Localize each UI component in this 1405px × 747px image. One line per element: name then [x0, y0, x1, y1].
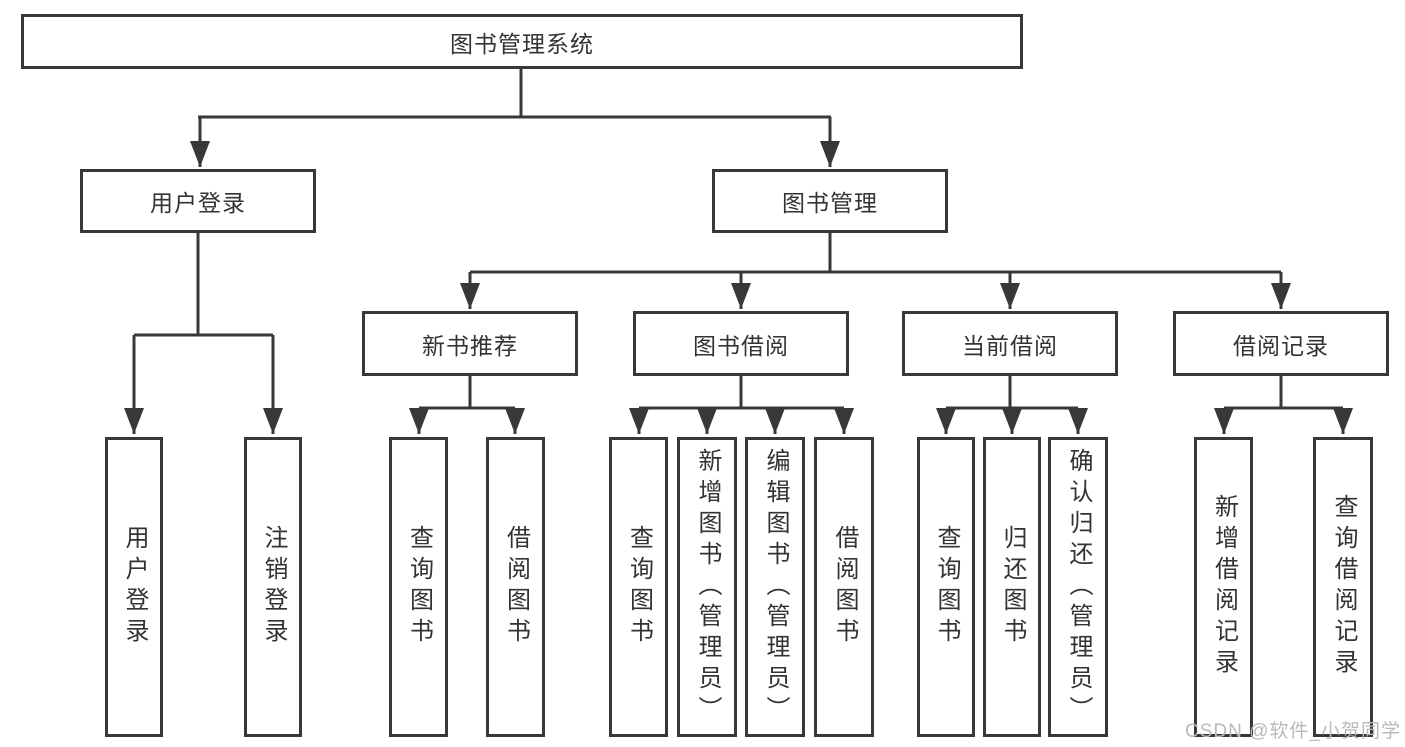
- node-new-book-recommendation: 新书推荐: [362, 311, 578, 376]
- node-label: 图书借阅: [693, 332, 789, 359]
- node-label: 用户登录: [121, 525, 148, 649]
- leaf-borrow-books-borrowing: 借阅图书: [814, 437, 874, 737]
- leaf-edit-book-admin: 编辑图书（管理员）: [745, 437, 805, 737]
- node-label: 查询图书: [933, 525, 960, 649]
- node-label: 查询图书: [405, 525, 433, 649]
- leaf-user-login: 用户登录: [105, 437, 163, 737]
- node-label: 借阅记录: [1233, 332, 1329, 359]
- edge-userlogin-rail: [134, 233, 273, 337]
- node-current-borrowing: 当前借阅: [902, 311, 1118, 376]
- node-book-borrowing: 图书借阅: [633, 311, 849, 376]
- node-book-management: 图书管理: [712, 169, 948, 233]
- node-label: 查询图书: [625, 525, 653, 649]
- leaf-query-books-recommend: 查询图书: [389, 437, 448, 737]
- leaf-add-borrow-record: 新增借阅记录: [1194, 437, 1253, 737]
- node-label: 图书管理: [782, 190, 878, 216]
- leaf-query-books-current: 查询图书: [917, 437, 975, 737]
- node-label: 图书管理系统: [450, 30, 594, 57]
- node-user-login: 用户登录: [80, 169, 316, 233]
- leaf-query-borrow-record: 查询借阅记录: [1313, 437, 1373, 737]
- node-label: 查询借阅记录: [1330, 494, 1357, 680]
- node-label: 编辑图书（管理员）: [762, 447, 789, 727]
- leaf-borrow-books-recommend: 借阅图书: [486, 437, 545, 737]
- leaf-logout: 注销登录: [244, 437, 302, 737]
- node-borrowing-records: 借阅记录: [1173, 311, 1389, 376]
- node-label: 新增图书（管理员）: [694, 447, 721, 727]
- node-label: 用户登录: [150, 190, 246, 216]
- edge-bookmgmt-rail: [470, 233, 1281, 274]
- csdn-watermark: CSDN @软件_小贺同学: [1185, 721, 1401, 742]
- leaf-return-book: 归还图书: [983, 437, 1041, 737]
- node-label: 借阅图书: [831, 525, 858, 649]
- node-library-management-system: 图书管理系统: [21, 14, 1023, 69]
- node-label: 当前借阅: [962, 332, 1058, 359]
- leaf-add-book-admin: 新增图书（管理员）: [677, 437, 737, 737]
- node-label: 归还图书: [999, 525, 1026, 649]
- node-label: 新书推荐: [422, 332, 518, 359]
- node-label: 借阅图书: [502, 525, 530, 649]
- node-label: 注销登录: [260, 525, 287, 649]
- leaf-query-books-borrowing: 查询图书: [609, 437, 668, 737]
- node-label: 新增借阅记录: [1210, 494, 1238, 680]
- leaf-confirm-return-admin: 确认归还（管理员）: [1048, 437, 1108, 737]
- node-label: 确认归还（管理员）: [1065, 447, 1092, 727]
- edge-root-rail: [198, 69, 831, 119]
